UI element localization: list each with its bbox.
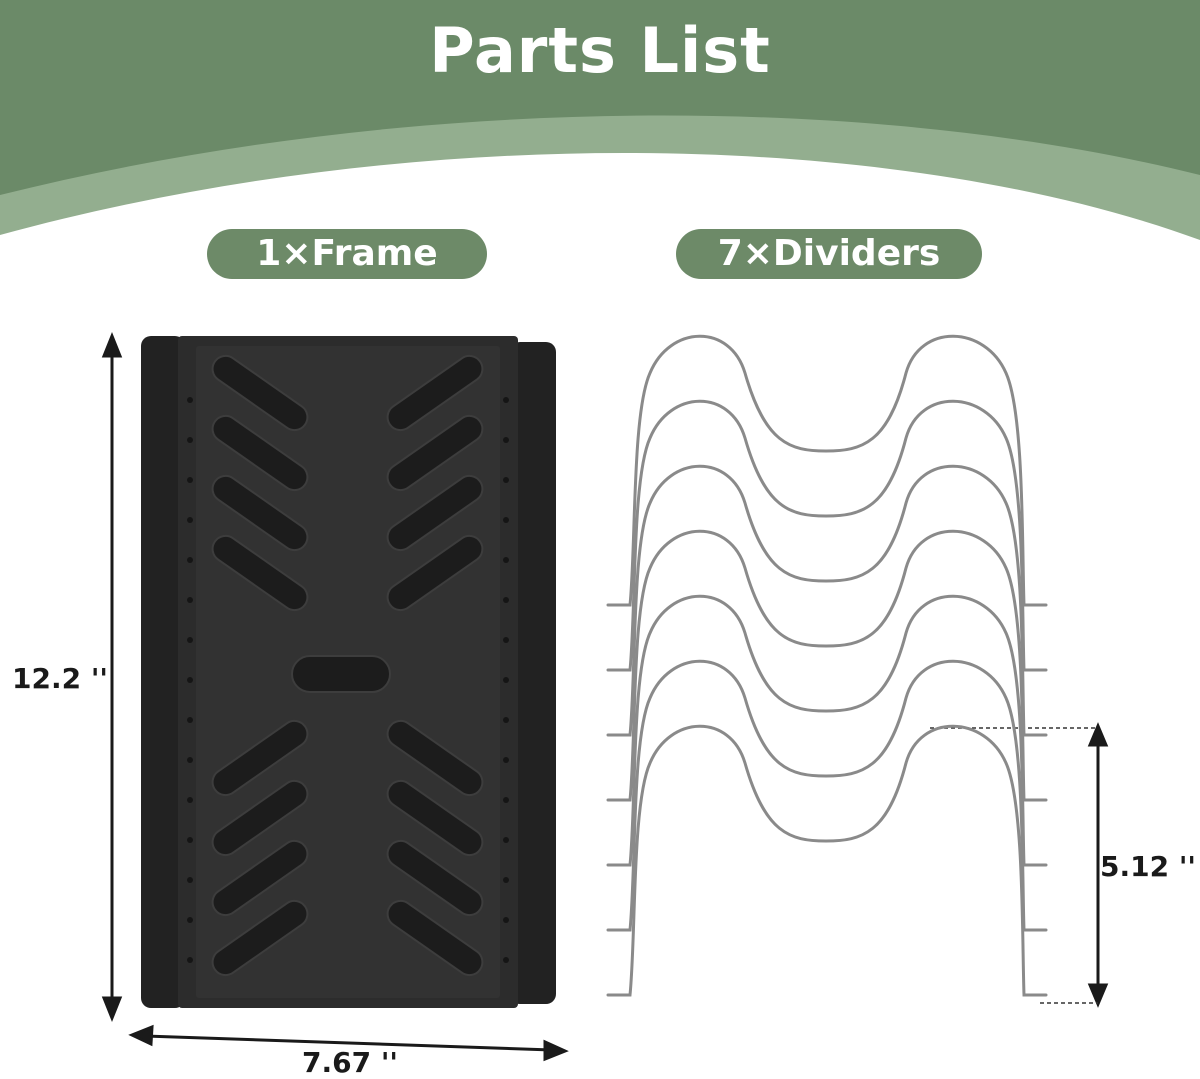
- frame-label: 1×Frame: [207, 229, 487, 279]
- divider-wire: [606, 724, 1048, 997]
- dividers-label-text: 7×Dividers: [717, 233, 941, 274]
- frame-right-rail: [510, 342, 556, 1004]
- banner-dark-band: [0, 0, 1200, 195]
- divider-wire: [606, 659, 1048, 932]
- frame-drain-slots: [211, 354, 484, 977]
- page-title: Parts List: [429, 14, 771, 87]
- frame-left-rail: [141, 336, 185, 1008]
- frame-height-label: 12.2 '': [12, 662, 108, 695]
- frame-slot-notches: [187, 397, 509, 963]
- frame-rack-image: [141, 336, 556, 1008]
- divider-wire: [606, 594, 1048, 867]
- divider-wire: [606, 464, 1048, 737]
- frame-width-label: 7.67 '': [302, 1046, 398, 1079]
- dividers-label: 7×Dividers: [676, 229, 982, 279]
- divider-height-label: 5.12 '': [1100, 850, 1196, 883]
- frame-label-text: 1×Frame: [256, 233, 438, 274]
- divider-wire: [606, 529, 1048, 802]
- divider-wire: [606, 399, 1048, 672]
- divider-wire: [606, 334, 1048, 607]
- header-banner: [0, 0, 1200, 240]
